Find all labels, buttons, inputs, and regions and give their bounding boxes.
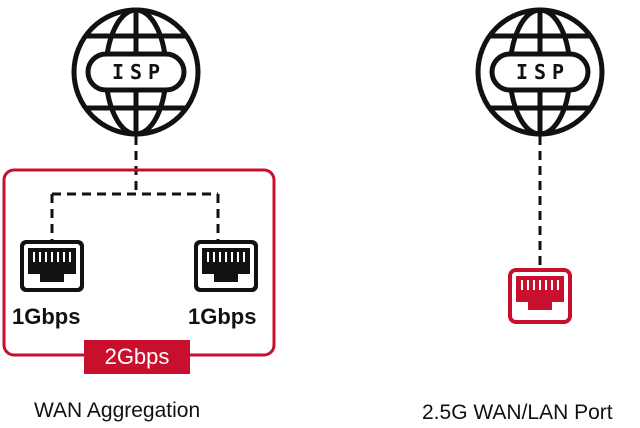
speed-label-left: 1Gbps (12, 304, 81, 329)
dashed-links-left (50, 136, 220, 240)
speed-label-right: 1Gbps (188, 304, 257, 329)
aggregate-speed-badge: 2Gbps (84, 340, 190, 374)
caption-wan-aggregation: WAN Aggregation (34, 399, 201, 422)
isp-label-right: ISP (516, 60, 570, 84)
globe-icon-right: ISP (475, 7, 605, 137)
isp-label-left: ISP (112, 60, 166, 84)
caption-wan-lan-port: 2.5G WAN/LAN Port (422, 401, 613, 424)
ethernet-port-icon-left (20, 240, 84, 292)
ethernet-port-icon-single (508, 268, 572, 324)
ethernet-port-icon-right (194, 240, 258, 292)
globe-icon-left: ISP (71, 7, 201, 137)
